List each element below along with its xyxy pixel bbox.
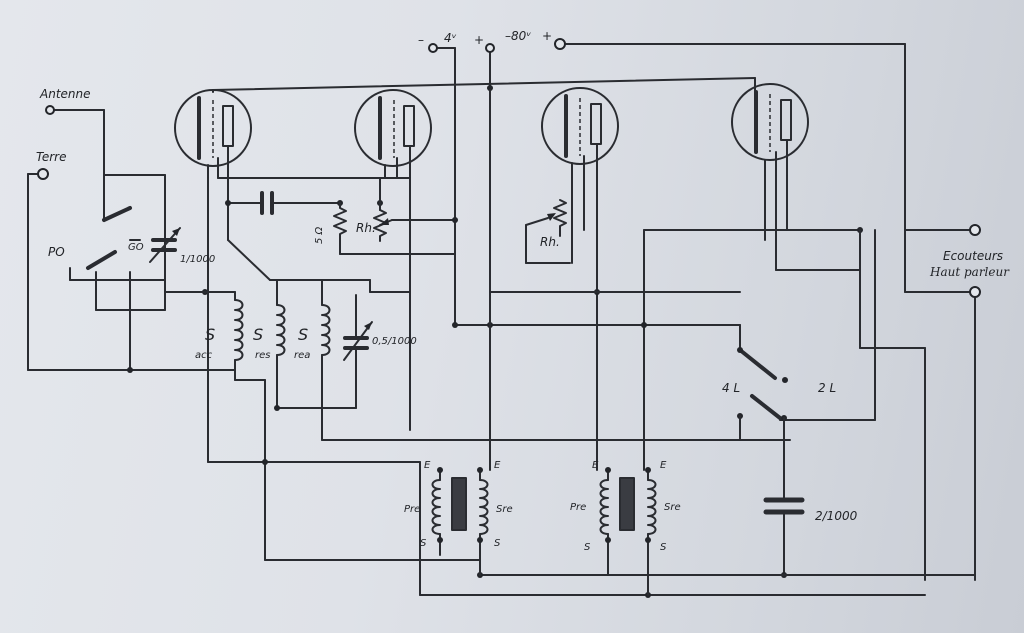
coil-rea-label: rea [294, 350, 310, 361]
output-capacitor-label: 2/1000 [815, 509, 858, 523]
t2-pri-label: Pre [570, 502, 586, 513]
coil-res [276, 279, 286, 409]
loudspeaker-label: Haut parleur [929, 265, 1010, 279]
minus-4v-terminal [428, 43, 438, 53]
coil-acc [234, 291, 244, 381]
t1-s-right-label: S [494, 538, 501, 549]
t1-pri-label: Pre [404, 504, 420, 515]
t2-e-left-label: E [592, 460, 599, 471]
switch-go-label: GO [128, 242, 144, 253]
switch-2l-label: 2 L [818, 381, 836, 395]
coil-rea-s-label: S [298, 325, 308, 344]
amplifier-wiring [419, 89, 976, 598]
resistor-5ohm-label: 5 Ω [314, 226, 325, 244]
coil-res-s-label: S [253, 325, 263, 344]
tube-3 [541, 87, 619, 179]
ground-terminal [37, 168, 49, 180]
antenna-label: Antenne [39, 87, 91, 101]
coil-rea [321, 279, 331, 409]
transformer-2 [599, 467, 657, 596]
plus-a-label: + [474, 33, 484, 47]
t1-s-left-label: S [420, 538, 427, 549]
plus-80v-terminal [554, 38, 566, 50]
headphones-terminal [969, 224, 981, 236]
rheostat-2-label: Rh. [540, 235, 560, 249]
coil-res-label: res [255, 350, 270, 361]
antenna-terminal [45, 105, 55, 115]
reaction-capacitor [343, 294, 373, 409]
t2-s-right-label: S [660, 542, 667, 553]
coil-acc-label: acc [195, 350, 213, 361]
reaction-capacitor-label: 0,5/1000 [372, 336, 417, 347]
minus-label: – [418, 33, 424, 47]
tube-4 [731, 83, 809, 177]
supply-80v-label: –80ᵛ [505, 29, 531, 43]
t2-sec-label: Sre [664, 502, 681, 513]
switch-4l-label: 4 L [722, 381, 740, 395]
t2-s-left-label: S [584, 542, 591, 553]
ground-label: Terre [36, 150, 66, 164]
t2-e-right-label: E [660, 460, 667, 471]
t1-e-right-label: E [494, 460, 501, 471]
plus-4v-terminal [485, 43, 495, 53]
switch-po-label: PO [48, 245, 65, 259]
loudspeaker-terminal [969, 286, 981, 298]
tube-2 [354, 89, 432, 179]
tuning-capacitor-label: 1/1000 [180, 254, 215, 265]
tuning-capacitor [149, 227, 181, 263]
tube-1 [174, 89, 252, 179]
transformer-1 [431, 467, 489, 576]
headphones-label: Ecouteurs [943, 249, 1003, 263]
supply-4v-label: 4ᵛ [444, 31, 457, 45]
plus-b-label: + [542, 29, 552, 43]
coil-acc-s-label: S [205, 325, 215, 344]
rheostat-1-label: Rh. [356, 221, 376, 235]
t1-sec-label: Sre [496, 504, 513, 515]
detector-wiring [207, 177, 791, 561]
t1-e-left-label: E [424, 460, 431, 471]
input-wiring [27, 109, 236, 373]
